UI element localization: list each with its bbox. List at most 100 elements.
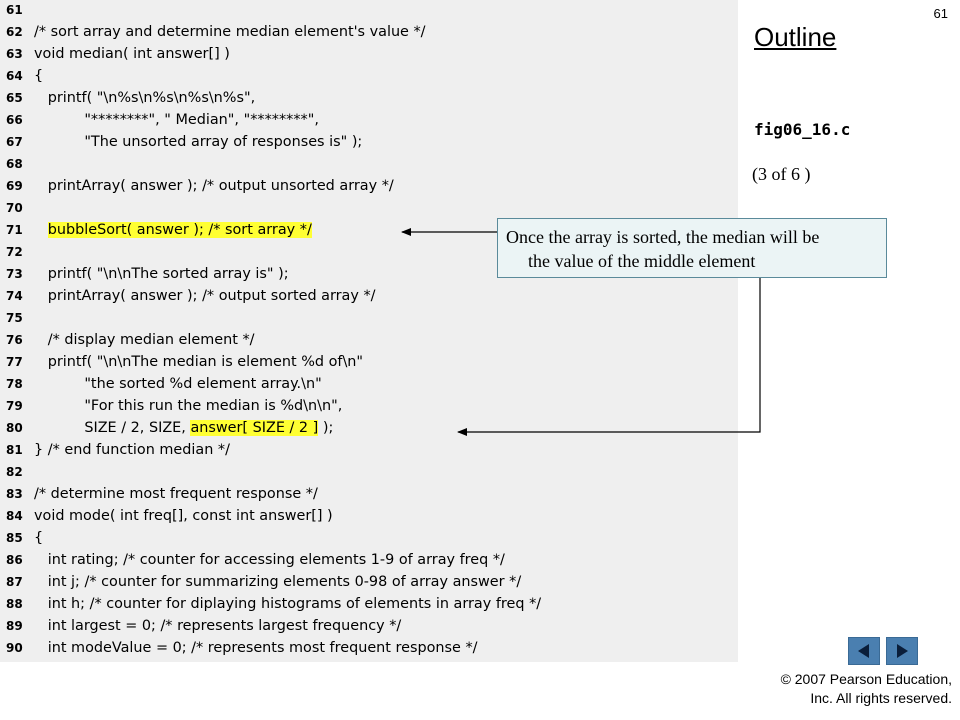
line-number: 73	[6, 267, 23, 281]
code-line: 78 "the sorted %d element array.\n"	[0, 373, 738, 395]
code-text: "For this run the median is %d\n\n",	[34, 395, 342, 417]
code-segment	[34, 222, 48, 238]
line-number: 84	[6, 509, 23, 523]
line-number: 80	[6, 421, 23, 435]
code-line: 74 printArray( answer ); /* output sorte…	[0, 285, 738, 307]
code-line: 81} /* end function median */	[0, 439, 738, 461]
code-line: 65 printf( "\n%s\n%s\n%s\n%s",	[0, 87, 738, 109]
highlighted-code: answer[ SIZE / 2 ]	[190, 420, 319, 436]
next-slide-button[interactable]	[886, 637, 918, 665]
code-line: 73 printf( "\n\nThe sorted array is" );	[0, 263, 738, 285]
code-text: "The unsorted array of responses is" );	[34, 131, 362, 153]
code-text: int j; /* counter for summarizing elemen…	[34, 571, 521, 593]
line-number: 72	[6, 245, 23, 259]
previous-slide-button[interactable]	[848, 637, 880, 665]
line-number: 70	[6, 201, 23, 215]
part-label: (3 of 6 )	[752, 164, 811, 184]
code-line: 69 printArray( answer ); /* output unsor…	[0, 175, 738, 197]
code-segment: int j; /* counter for summarizing elemen…	[34, 574, 522, 590]
code-text: "the sorted %d element array.\n"	[34, 373, 322, 395]
code-text: bubbleSort( answer ); /* sort array */	[34, 219, 312, 241]
code-line: 72	[0, 241, 738, 263]
line-number: 75	[6, 311, 23, 325]
code-line: 64 {	[0, 65, 738, 87]
code-line: 83 /* determine most frequent response */	[0, 483, 738, 505]
code-segment: printf( "\n\nThe median is element %d of…	[34, 354, 364, 370]
code-segment: SIZE / 2, SIZE,	[34, 420, 191, 436]
line-number: 90	[6, 641, 23, 655]
code-line: 84 void mode( int freq[], const int answe…	[0, 505, 738, 527]
code-segment: );	[318, 420, 334, 436]
code-text: {	[34, 65, 43, 87]
line-number: 79	[6, 399, 23, 413]
code-line: 86 int rating; /* counter for accessing …	[0, 549, 738, 571]
code-segment: /* sort array and determine median eleme…	[34, 24, 426, 40]
code-line: 75	[0, 307, 738, 329]
code-segment: void mode( int freq[], const int answer[…	[34, 508, 333, 524]
code-segment: "the sorted %d element array.\n"	[34, 376, 322, 392]
outline-title[interactable]: Outline	[754, 22, 837, 52]
line-number: 83	[6, 487, 23, 501]
code-segment: /* determine most frequent response */	[34, 486, 318, 502]
code-text: int modeValue = 0; /* represents most fr…	[34, 637, 478, 659]
line-number: 76	[6, 333, 23, 347]
code-segment: "The unsorted array of responses is" );	[34, 134, 363, 150]
line-number: 86	[6, 553, 23, 567]
line-number: 78	[6, 377, 23, 391]
code-text: printArray( answer ); /* output sorted a…	[34, 285, 376, 307]
code-line: 88 int h; /* counter for diplaying histo…	[0, 593, 738, 615]
code-text: "********", " Median", "********",	[34, 109, 319, 131]
code-line: 70	[0, 197, 738, 219]
code-text: void median( int answer[] )	[34, 43, 230, 65]
code-line: 71 bubbleSort( answer ); /* sort array *…	[0, 219, 738, 241]
line-number: 89	[6, 619, 23, 633]
code-text: printArray( answer ); /* output unsorted…	[34, 175, 394, 197]
code-text: /* determine most frequent response */	[34, 483, 318, 505]
code-segment: int rating; /* counter for accessing ele…	[34, 552, 505, 568]
code-text: printf( "\n\nThe median is element %d of…	[34, 351, 363, 373]
page-number: 61	[933, 6, 948, 21]
code-text: printf( "\n\nThe sorted array is" );	[34, 263, 289, 285]
code-text: } /* end function median */	[34, 439, 230, 461]
code-text: /* sort array and determine median eleme…	[34, 21, 426, 43]
code-line: 89 int largest = 0; /* represents larges…	[0, 615, 738, 637]
callout-box: Once the array is sorted, the median wil…	[497, 218, 887, 278]
code-text: void mode( int freq[], const int answer[…	[34, 505, 333, 527]
highlighted-code: bubbleSort( answer ); /* sort array */	[47, 222, 312, 238]
code-line: 66 "********", " Median", "********",	[0, 109, 738, 131]
triangle-right-icon	[897, 644, 908, 658]
code-segment: int h; /* counter for diplaying histogra…	[34, 596, 542, 612]
line-number: 82	[6, 465, 23, 479]
code-segment: "********", " Median", "********",	[34, 112, 319, 128]
copyright-line-1: © 2007 Pearson Education,	[780, 671, 952, 687]
line-number: 64	[6, 69, 23, 83]
line-number: 88	[6, 597, 23, 611]
line-number: 87	[6, 575, 23, 589]
code-line: 79 "For this run the median is %d\n\n",	[0, 395, 738, 417]
code-line: 82	[0, 461, 738, 483]
line-number: 74	[6, 289, 23, 303]
code-line: 61	[0, 0, 738, 21]
callout-line-2: the value of the middle element	[528, 251, 756, 271]
code-text: int h; /* counter for diplaying histogra…	[34, 593, 541, 615]
line-number: 68	[6, 157, 23, 171]
code-text: {	[34, 527, 43, 549]
code-segment: /* display median element */	[34, 332, 255, 348]
line-number: 69	[6, 179, 23, 193]
line-number: 67	[6, 135, 23, 149]
code-text: int largest = 0; /* represents largest f…	[34, 615, 402, 637]
code-segment: int largest = 0; /* represents largest f…	[34, 618, 402, 634]
code-text: SIZE / 2, SIZE, answer[ SIZE / 2 ] );	[34, 417, 333, 439]
code-segment: printf( "\n\nThe sorted array is" );	[34, 266, 289, 282]
code-line: 80 SIZE / 2, SIZE, answer[ SIZE / 2 ] );	[0, 417, 738, 439]
code-segment: int modeValue = 0; /* represents most fr…	[34, 640, 478, 656]
code-line: 85{	[0, 527, 738, 549]
line-number: 63	[6, 47, 23, 61]
code-segment: } /* end function median */	[34, 442, 230, 458]
line-number: 66	[6, 113, 23, 127]
code-segment: {	[34, 530, 44, 546]
code-segment: "For this run the median is %d\n\n",	[34, 398, 343, 414]
code-segment: {	[34, 68, 44, 84]
code-segment: printArray( answer ); /* output sorted a…	[34, 288, 376, 304]
